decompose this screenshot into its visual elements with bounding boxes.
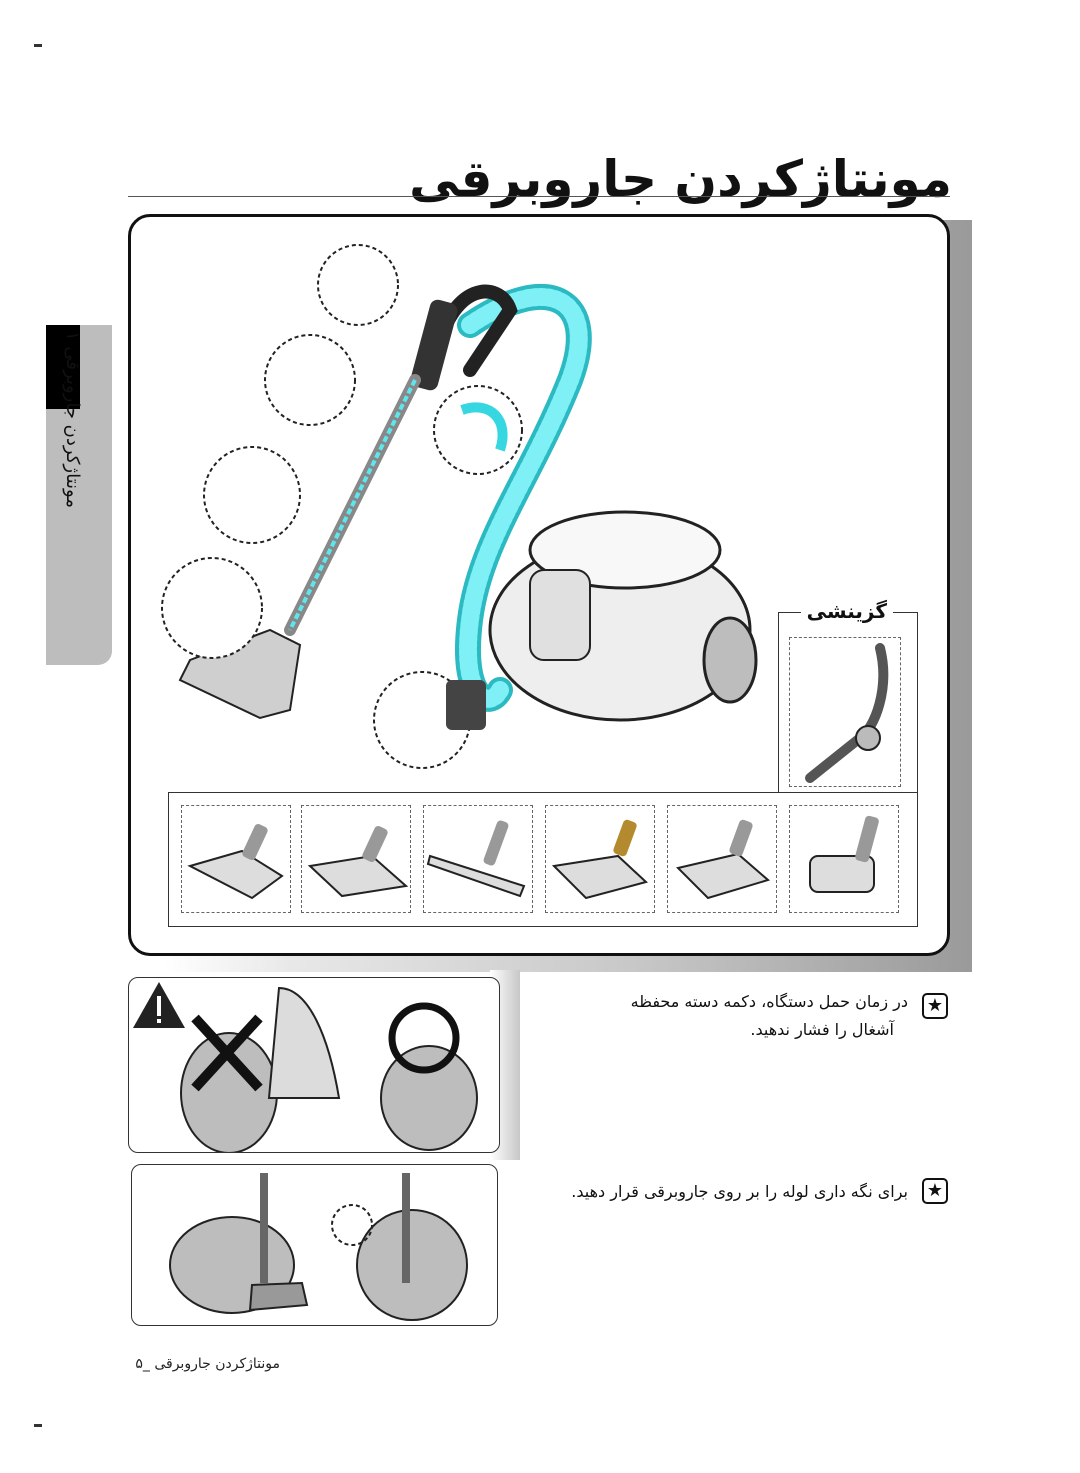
turbo-brush-icon <box>551 819 649 900</box>
page-title: مونتاژکردن جاروبرقی <box>409 150 952 208</box>
page-footer: مونتاژکردن جاروبرقی _۵ <box>135 1356 280 1372</box>
optional-accessory-frame: گزینشی <box>778 599 918 794</box>
flexible-hose-illustration <box>805 643 889 783</box>
optional-accessory-box <box>789 637 901 787</box>
attachment-box <box>301 805 411 913</box>
star-icon: ★ <box>922 993 948 1019</box>
note-1-line-1: در زمان حمل دستگاه، دکمه دسته محفظه <box>630 992 908 1011</box>
note-2-line-1: برای نگه داری لوله را بر روی جاروبرقی قر… <box>571 1182 908 1201</box>
chapter-tab: مونتاژکردن جاروبرقی ۱ <box>46 325 112 665</box>
attachment-box <box>667 805 777 913</box>
vacuum-illustration <box>161 244 758 769</box>
optional-label: گزینشی <box>800 599 893 623</box>
carry-warning-illustration <box>133 982 478 1152</box>
carry-warning-panel <box>128 977 500 1153</box>
title-divider <box>128 196 950 197</box>
storage-panel <box>131 1164 498 1326</box>
parquet-brush-icon <box>307 826 409 898</box>
star-icon: ★ <box>922 1178 948 1204</box>
brush-attachments-frame <box>168 792 918 927</box>
attachment-box <box>423 805 533 913</box>
crop-mark <box>34 44 42 47</box>
note-1-line-2: آشغال را فشار ندهید. <box>750 1020 894 1039</box>
power-brush-icon <box>676 819 771 900</box>
attachment-box <box>789 805 899 913</box>
attachment-box <box>545 805 655 913</box>
chapter-tab-marker <box>46 325 80 409</box>
mini-turbo-icon <box>809 815 879 893</box>
attachment-box <box>181 805 291 913</box>
floor-brush-icon <box>187 824 284 900</box>
chapter-tab-label: مونتاژکردن جاروبرقی ۱ <box>62 331 83 508</box>
storage-illustration <box>169 1173 468 1321</box>
wide-nozzle-icon <box>426 820 526 898</box>
crop-mark <box>34 1424 42 1427</box>
